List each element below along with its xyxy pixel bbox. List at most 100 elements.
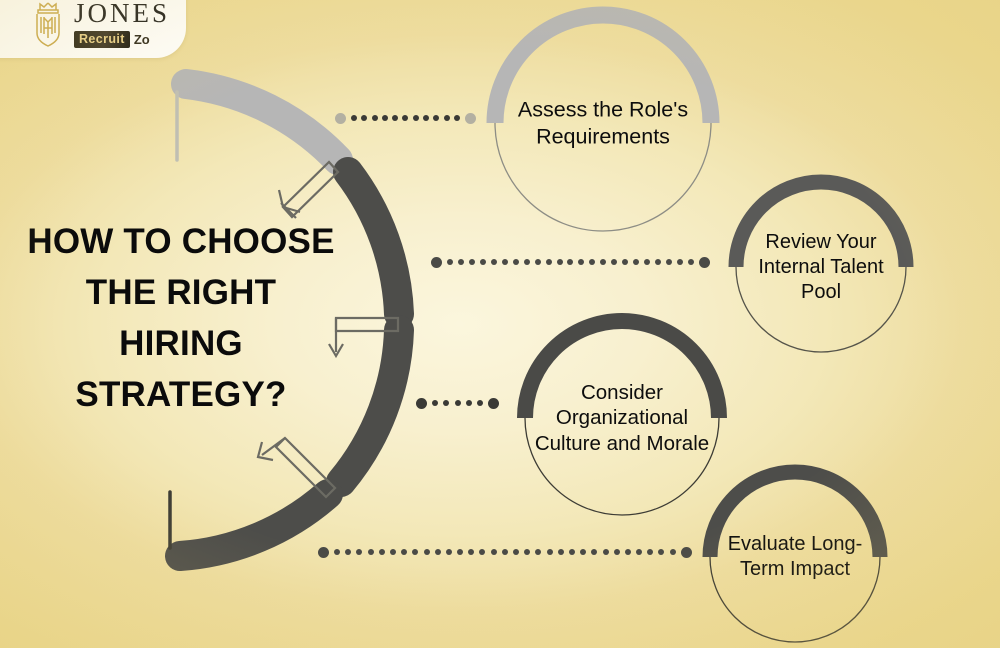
- connector-dot: [389, 549, 396, 555]
- crest-monogram-icon: [36, 2, 60, 47]
- connector-dot: [402, 115, 409, 121]
- connector-dot: [591, 549, 598, 555]
- connector-dot: [445, 549, 452, 555]
- connector-dot: [356, 549, 363, 555]
- connector-dot: [443, 400, 450, 406]
- connector-dot: [535, 549, 542, 555]
- connector-to-step-4: [318, 545, 692, 559]
- connector-dot: [361, 115, 368, 121]
- connector-dot: [423, 549, 430, 555]
- connector-dot: [523, 259, 530, 265]
- page-title: HOW TO CHOOSE THE RIGHT HIRING STRATEGY?: [27, 222, 335, 415]
- connector-dot: [677, 259, 684, 265]
- arc-segment-dark-middle: [326, 315, 414, 497]
- connector-dot: [600, 259, 607, 265]
- connector-dot: [501, 259, 508, 265]
- step-3-label: Consider Organizational Culture and Mora…: [534, 380, 710, 455]
- arrow-to-step-3: [256, 436, 337, 499]
- connector-dot: [602, 549, 609, 555]
- connector-dot: [567, 259, 574, 265]
- connector-endpoint-end: [681, 546, 692, 558]
- step-2-ring: [728, 174, 914, 353]
- connector-dot: [636, 549, 643, 555]
- connector-dot-track: [351, 115, 460, 122]
- connector-dot: [580, 549, 587, 555]
- connector-dot: [432, 400, 438, 406]
- step-2-label: Review Your Internal Talent Pool: [758, 230, 884, 303]
- connector-dot: [568, 549, 575, 555]
- arc-segment-dark-upper: [333, 157, 414, 329]
- arrow-to-step-2: [328, 316, 400, 359]
- connector-dot: [622, 259, 629, 265]
- connector-dot: [624, 549, 631, 555]
- connector-dot: [534, 259, 541, 265]
- connector-dot: [468, 549, 475, 555]
- connector-dot: [490, 259, 497, 265]
- connector-dot: [334, 549, 340, 555]
- brand-logo: JONES Recruit Zo: [0, 0, 186, 58]
- connector-dot: [434, 549, 441, 555]
- connector-endpoint-start: [416, 397, 427, 409]
- arrow-to-step-1: [277, 160, 340, 219]
- connector-dot: [687, 259, 694, 265]
- connector-dot: [633, 259, 640, 265]
- connector-dot: [433, 115, 440, 121]
- connector-endpoint-end: [465, 112, 476, 124]
- connector-endpoint-start: [431, 256, 442, 268]
- step-circle-4: Evaluate Long-Term Impact: [700, 462, 890, 648]
- connector-dot: [351, 115, 357, 121]
- connector-dot: [453, 115, 460, 121]
- connector-dot: [367, 549, 374, 555]
- connector-dot: [447, 259, 453, 265]
- connector-dot: [345, 549, 352, 555]
- connector-dot: [378, 549, 385, 555]
- connector-dot: [546, 549, 553, 555]
- step-1-ring: [486, 6, 720, 232]
- arc-segment-light: [171, 69, 353, 175]
- connector-dot: [479, 259, 486, 265]
- connector-dot: [524, 549, 531, 555]
- step-3-ring: [517, 313, 727, 516]
- connector-dot: [443, 115, 450, 121]
- step-1-label: Assess the Role's Requirements: [517, 97, 689, 148]
- connector-dot: [589, 259, 596, 265]
- connector-dot: [479, 549, 486, 555]
- connector-dot: [655, 259, 662, 265]
- brand-name: JONES: [73, 0, 170, 29]
- connector-to-step-2: [431, 255, 710, 269]
- connector-dot: [545, 259, 552, 265]
- step-circle-2: Review Your Internal Talent Pool: [726, 172, 916, 362]
- connector-endpoint-start: [335, 112, 346, 124]
- connector-endpoint-end: [488, 397, 499, 409]
- connector-dot: [457, 259, 464, 265]
- connector-dot: [381, 115, 388, 121]
- connector-dot: [556, 259, 563, 265]
- connector-dot: [412, 115, 419, 121]
- connector-dot: [647, 549, 654, 555]
- connector-dot: [457, 549, 464, 555]
- connector-dot: [557, 549, 564, 555]
- connector-dot: [613, 549, 620, 555]
- connector-dot: [490, 549, 497, 555]
- connector-dot: [401, 549, 408, 555]
- connector-dot: [454, 400, 461, 406]
- brand-badge-tail: Zo: [133, 32, 150, 47]
- connector-dot: [611, 259, 618, 265]
- connector-dot: [666, 259, 673, 265]
- step-4-label: Evaluate Long-Term Impact: [727, 533, 863, 580]
- connector-dot: [512, 259, 519, 265]
- connector-dot: [658, 549, 665, 555]
- connector-endpoint-end: [699, 256, 710, 268]
- connector-dot: [644, 259, 651, 265]
- arc-segment-dark-lower: [165, 479, 343, 571]
- connector-dot: [477, 400, 483, 406]
- connector-to-step-3: [416, 396, 499, 410]
- step-circle-3: Consider Organizational Culture and Mora…: [514, 310, 730, 526]
- connector-dot: [371, 115, 378, 121]
- connector-dot: [392, 115, 399, 121]
- connector-dot-track: [334, 549, 676, 556]
- connector-dot: [423, 115, 430, 121]
- step-4-ring: [702, 464, 888, 643]
- connector-dot: [578, 259, 585, 265]
